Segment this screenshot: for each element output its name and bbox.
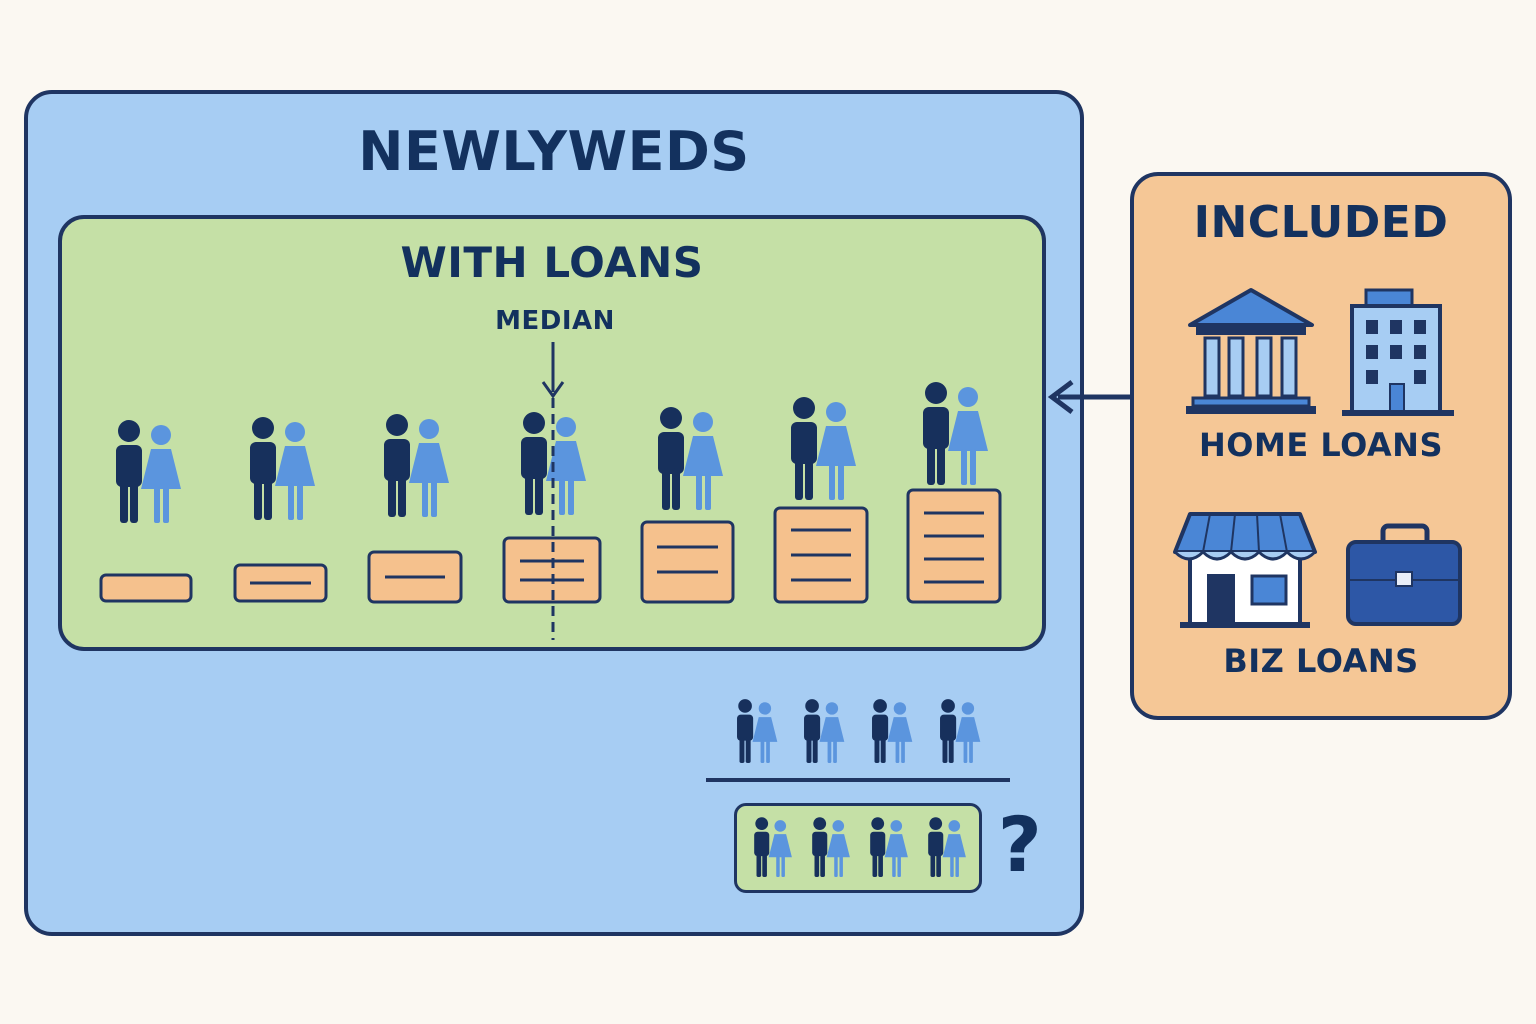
question-mark: ? xyxy=(997,800,1043,889)
with-loans-title: WITH LOANS xyxy=(400,238,704,287)
couple-icon-5 xyxy=(658,407,723,510)
loan-box-1 xyxy=(99,573,193,603)
couple-icon-denominator-2 xyxy=(812,817,850,877)
newlyweds-title: NEWLYWEDS xyxy=(358,120,750,183)
included-title: INCLUDED xyxy=(1193,197,1449,248)
median-label: MEDIAN xyxy=(495,306,615,336)
briefcase-icon xyxy=(1346,523,1462,626)
office-building-icon xyxy=(1342,288,1454,416)
loan-box-7 xyxy=(906,488,1002,604)
down-arrow-icon xyxy=(541,342,565,399)
couple-icon-numerator-4 xyxy=(940,699,981,763)
couple-icon-numerator-1 xyxy=(737,699,778,763)
couple-icon-1 xyxy=(116,420,181,523)
couple-icon-7 xyxy=(923,382,988,485)
left-arrow-icon xyxy=(1047,380,1130,414)
storefront-icon xyxy=(1173,512,1317,628)
loan-box-5 xyxy=(640,520,735,604)
home-loans-label: HOME LOANS xyxy=(1198,426,1443,464)
couple-icon-3 xyxy=(384,414,449,517)
couple-icon-denominator-3 xyxy=(870,817,908,877)
biz-loans-label: BIZ LOANS xyxy=(1223,642,1419,680)
couple-icon-numerator-3 xyxy=(872,699,913,763)
loan-box-4 xyxy=(502,536,602,604)
couple-icon-6 xyxy=(791,397,856,500)
loan-box-6 xyxy=(773,506,869,604)
couple-icon-denominator-4 xyxy=(928,817,966,877)
loan-box-2 xyxy=(233,563,328,603)
couple-icon-2 xyxy=(250,417,315,520)
loan-box-3 xyxy=(367,550,463,604)
couple-icon-denominator-1 xyxy=(754,817,792,877)
included-loans-panel xyxy=(1130,172,1512,720)
couple-icon-numerator-2 xyxy=(804,699,845,763)
bank-icon xyxy=(1186,288,1316,414)
